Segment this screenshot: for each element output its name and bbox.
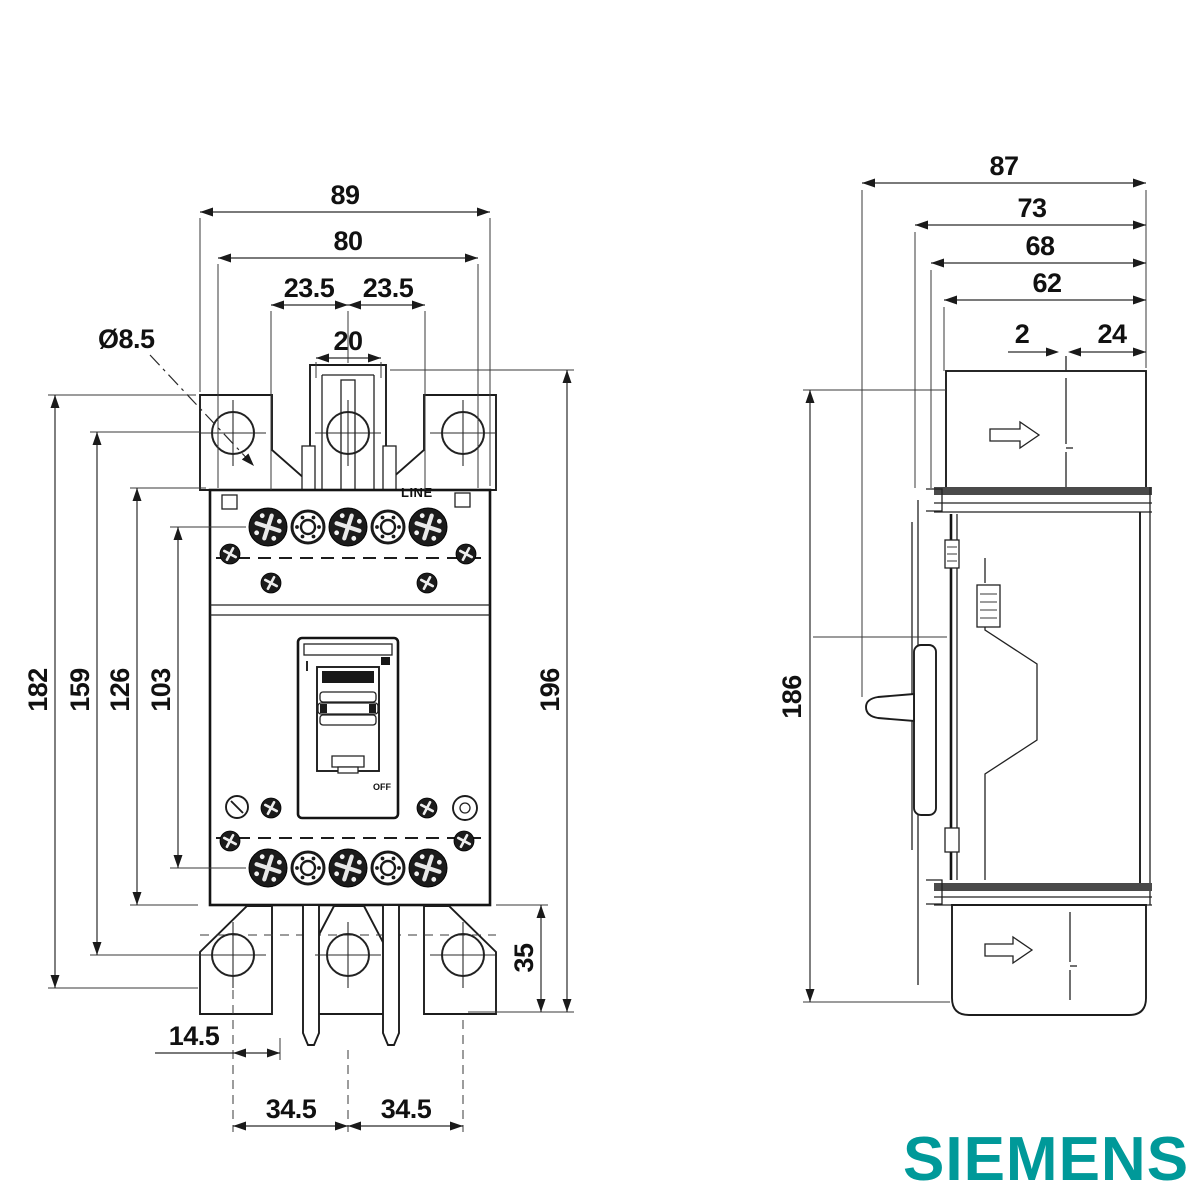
arrow-right-icon [984, 935, 1034, 965]
dim-depth-68: 68 [1025, 231, 1055, 261]
dim-overall-height: 196 [535, 668, 565, 712]
front-breaker-body: LINE [208, 485, 492, 907]
side-body [813, 487, 1151, 985]
terminal-screw [409, 849, 447, 887]
terminal-screw [409, 508, 447, 546]
side-top-rail [926, 487, 1152, 513]
front-view: LINE [23, 180, 574, 1132]
front-bottom-mounting-tabs [199, 904, 497, 1046]
terminal-screw [329, 849, 367, 887]
cover-screw [415, 571, 439, 595]
side-toggle-handle [865, 692, 915, 723]
dim-overall-width: 89 [330, 180, 360, 210]
dim-tab-height: 35 [509, 943, 539, 973]
dim-bottom-offset: 14.5 [169, 1021, 220, 1051]
top-terminal-row [249, 508, 447, 546]
dim-overall-depth: 87 [989, 151, 1018, 181]
dim-slot-offset: 24 [1097, 319, 1127, 349]
side-bottom-rail [926, 879, 1152, 906]
dim-bottom-pitch-left: 34.5 [266, 1094, 317, 1124]
side-body-wedge [984, 627, 1038, 880]
off-label: OFF [373, 782, 391, 792]
terminal-ring [290, 850, 326, 886]
housing-screw [454, 542, 478, 566]
side-dimensions: 87 73 68 62 2 24 186 [777, 151, 1147, 1003]
dim-height-182: 182 [23, 668, 53, 712]
front-top-mounting-tabs [199, 364, 497, 497]
side-top-terminal-block [945, 356, 1147, 490]
terminal-ring [370, 850, 406, 886]
dim-bottom-pitch-right: 34.5 [381, 1094, 432, 1124]
terminal-ring [290, 509, 326, 545]
terminal-screw [249, 849, 287, 887]
toggle-handle [317, 691, 379, 726]
terminal-lead [382, 904, 400, 1046]
housing-screw [218, 829, 242, 853]
dim-side-height: 186 [777, 675, 807, 719]
terminal-screw [329, 508, 367, 546]
trip-unit-controls [225, 795, 478, 821]
dim-pole-pitch-right: 23.5 [363, 273, 414, 303]
dim-depth-62: 62 [1032, 268, 1061, 298]
arrow-right-icon [989, 420, 1041, 450]
escutcheon-pad [913, 644, 937, 816]
siemens-logo: SIEMENS [903, 1125, 1189, 1194]
dim-mounting-width: 80 [333, 226, 362, 256]
dim-depth-73: 73 [1017, 193, 1047, 223]
dim-height-159: 159 [65, 668, 95, 712]
housing-screw [452, 829, 476, 853]
dim-hole-diameter: Ø8.5 [98, 324, 155, 354]
dim-height-103: 103 [146, 668, 176, 712]
dim-slot-gap: 2 [1015, 319, 1030, 349]
terminal-lead [302, 904, 320, 1046]
line-terminal-label: LINE [401, 485, 433, 500]
terminal-screw [249, 508, 287, 546]
bottom-terminal-row [249, 849, 447, 887]
cover-screw [259, 571, 283, 595]
housing-screw [218, 542, 242, 566]
dim-pole-pitch-left: 23.5 [284, 273, 335, 303]
dim-height-126: 126 [105, 668, 135, 712]
terminal-ring [370, 509, 406, 545]
side-bottom-terminal-block [951, 904, 1147, 1016]
dim-slot-width: 20 [333, 326, 362, 356]
toggle-switch: OFF [296, 636, 400, 820]
front-dimensions: 89 80 23.5 23.5 20 Ø8.5 [23, 180, 574, 1132]
side-view: 87 73 68 62 2 24 186 [777, 151, 1152, 1016]
